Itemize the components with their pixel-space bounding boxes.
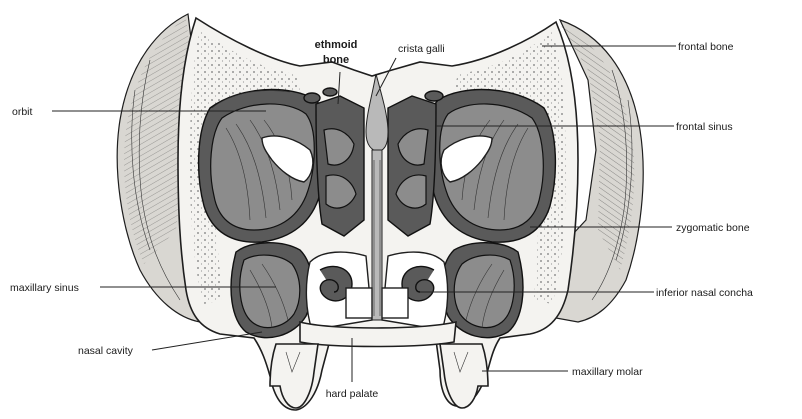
label-maxillary-molar: maxillary molar	[572, 366, 643, 378]
label-zygomatic-bone: zygomatic bone	[676, 222, 750, 234]
label-frontal-bone: frontal bone	[678, 41, 734, 53]
label-nasal-cavity: nasal cavity	[78, 345, 134, 357]
label-crista-galli: crista galli	[398, 43, 445, 55]
label-frontal-sinus: frontal sinus	[676, 121, 733, 133]
label-ethmoid-line1: ethmoid	[315, 39, 358, 51]
right-orbit	[427, 90, 555, 243]
label-hard-palate: hard palate	[326, 388, 379, 400]
label-maxillary-sinus: maxillary sinus	[10, 282, 79, 294]
leader-nasal-cavity	[152, 332, 262, 350]
left-orbit	[199, 90, 327, 243]
label-orbit: orbit	[12, 106, 33, 118]
maxillary-teeth	[270, 344, 488, 408]
label-ethmoid-line2: bone	[323, 54, 349, 66]
label-inferior-nasal-concha: inferior nasal concha	[656, 287, 753, 299]
